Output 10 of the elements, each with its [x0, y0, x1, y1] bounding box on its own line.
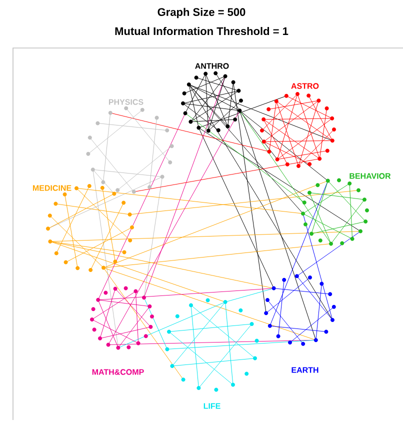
cluster-label: LIFE [204, 403, 220, 409]
cluster-label: MEDICINE [32, 185, 72, 191]
cluster-label: MATH&COMP [92, 369, 144, 375]
cluster-label: PHYSICS [108, 99, 144, 105]
cluster-label: EARTH [292, 367, 318, 373]
title: Graph Size = 500 [158, 8, 246, 18]
cluster-label: BEHAVIOR [350, 173, 391, 179]
subtitle: Mutual Information Threshold = 1 [115, 26, 288, 36]
cluster-label: ASTRO [291, 83, 319, 89]
cluster-label: ANTHRO [195, 63, 229, 69]
